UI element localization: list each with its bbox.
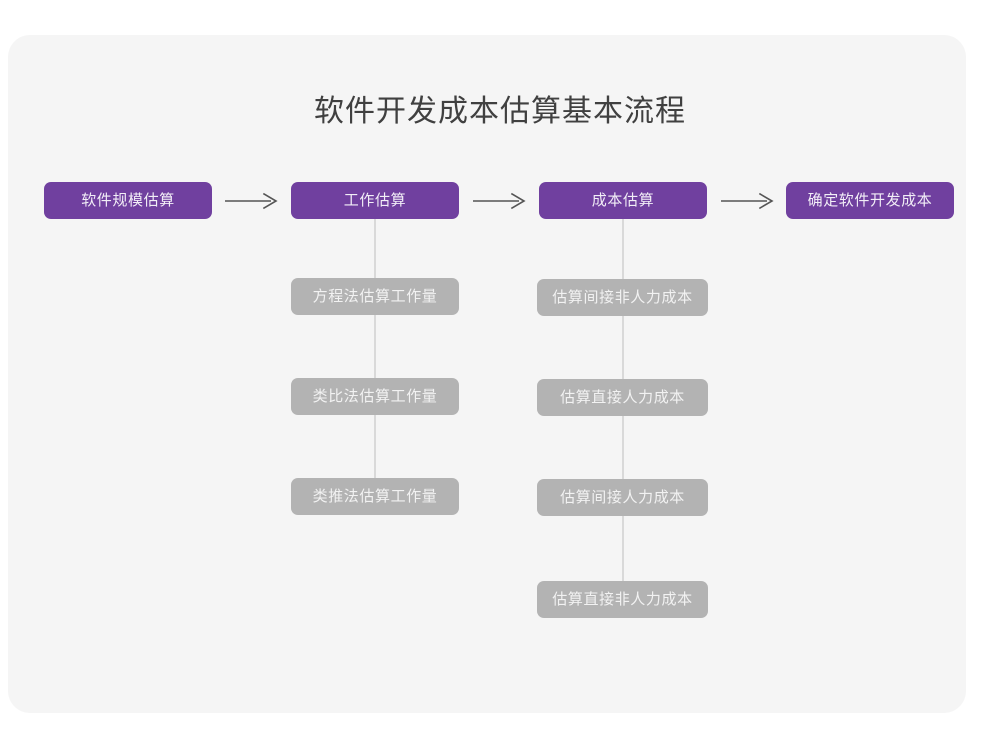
page-title: 软件开发成本估算基本流程 (314, 95, 686, 128)
stage-node-cost-estimation[interactable]: 成本估算 (539, 182, 707, 219)
substage-node-indirect-nonlabor-cost[interactable]: 估算间接非人力成本 (537, 279, 708, 316)
substage-node-direct-nonlabor-cost[interactable]: 估算直接非人力成本 (537, 581, 708, 618)
substage-node-analogy-method[interactable]: 类比法估算工作量 (291, 378, 459, 415)
substage-node-label: 估算直接非人力成本 (552, 591, 693, 608)
stage-node-label: 工作估算 (343, 192, 407, 209)
right-arrow-icon (716, 189, 780, 213)
connector-line-work-branch (374, 219, 376, 497)
stage-node-software-scale-estimation[interactable]: 软件规模估算 (44, 182, 212, 219)
substage-node-label: 估算间接非人力成本 (552, 289, 693, 306)
right-arrow-icon (468, 189, 532, 213)
stage-node-final-development-cost[interactable]: 确定软件开发成本 (786, 182, 954, 219)
substage-node-indirect-labor-cost[interactable]: 估算间接人力成本 (537, 479, 708, 516)
substage-node-direct-labor-cost[interactable]: 估算直接人力成本 (537, 379, 708, 416)
diagram-card (8, 35, 966, 713)
stage-node-label: 成本估算 (591, 192, 655, 209)
substage-node-inference-method[interactable]: 类推法估算工作量 (291, 478, 459, 515)
substage-node-equation-method[interactable]: 方程法估算工作量 (291, 278, 459, 315)
stage-node-work-estimation[interactable]: 工作估算 (291, 182, 459, 219)
right-arrow-icon (220, 189, 284, 213)
stage-node-label: 软件规模估算 (81, 192, 175, 209)
stage-node-label: 确定软件开发成本 (807, 192, 933, 209)
substage-node-label: 类比法估算工作量 (312, 388, 438, 405)
substage-node-label: 类推法估算工作量 (312, 488, 438, 505)
substage-node-label: 估算间接人力成本 (560, 489, 685, 506)
substage-node-label: 估算直接人力成本 (560, 389, 685, 406)
substage-node-label: 方程法估算工作量 (312, 288, 438, 305)
